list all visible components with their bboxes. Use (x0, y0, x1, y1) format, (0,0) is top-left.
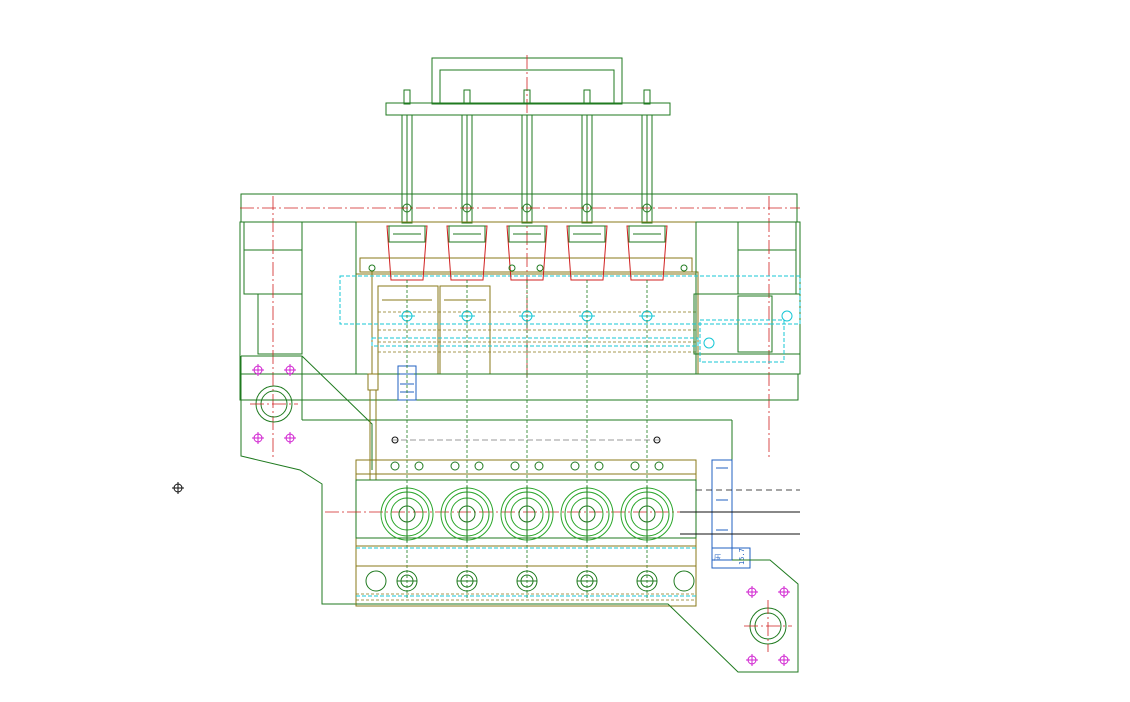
rail-bolt-3 (680, 264, 688, 272)
right-bracket-bolts (746, 586, 790, 666)
lower-bolt-a-2 (510, 461, 520, 471)
lower-die-block (325, 459, 700, 607)
right-clamp: 压 15.7 (356, 459, 800, 673)
upper-die-block (239, 221, 801, 401)
rod-cap-3 (583, 89, 591, 105)
lower-bolt-row (390, 461, 664, 471)
lower-bolt-a-4 (630, 461, 640, 471)
end-stud-1 (673, 570, 695, 592)
clamp-tag-b: 15.7 (738, 548, 746, 565)
end-stud-0 (365, 570, 387, 592)
rod-cap-2 (523, 89, 531, 105)
left-arm-bolts (252, 364, 296, 444)
guide-rail (391, 436, 661, 444)
punch-housings (386, 225, 668, 281)
upper-bolt-row (368, 264, 688, 322)
rail-bolt-0 (368, 264, 376, 272)
lower-bolt-a-3 (570, 461, 580, 471)
rod-cap-1 (463, 89, 471, 105)
fixture-studs (365, 570, 695, 592)
lower-bolt-a-1 (450, 461, 460, 471)
rod-cap-0 (403, 89, 411, 105)
piston-rods (401, 89, 653, 224)
lower-bolt-a-0 (390, 461, 400, 471)
upper-hidden-lines (339, 275, 801, 363)
left-swing-arm (240, 355, 733, 605)
roller-assemblies (380, 486, 674, 542)
rail-bolt-1 (508, 264, 516, 272)
clamp-tag-a: 压 (714, 554, 721, 562)
rod-cap-4 (643, 89, 651, 105)
origin-crosshair-icon (172, 482, 184, 494)
rail-bolt-2 (536, 264, 544, 272)
